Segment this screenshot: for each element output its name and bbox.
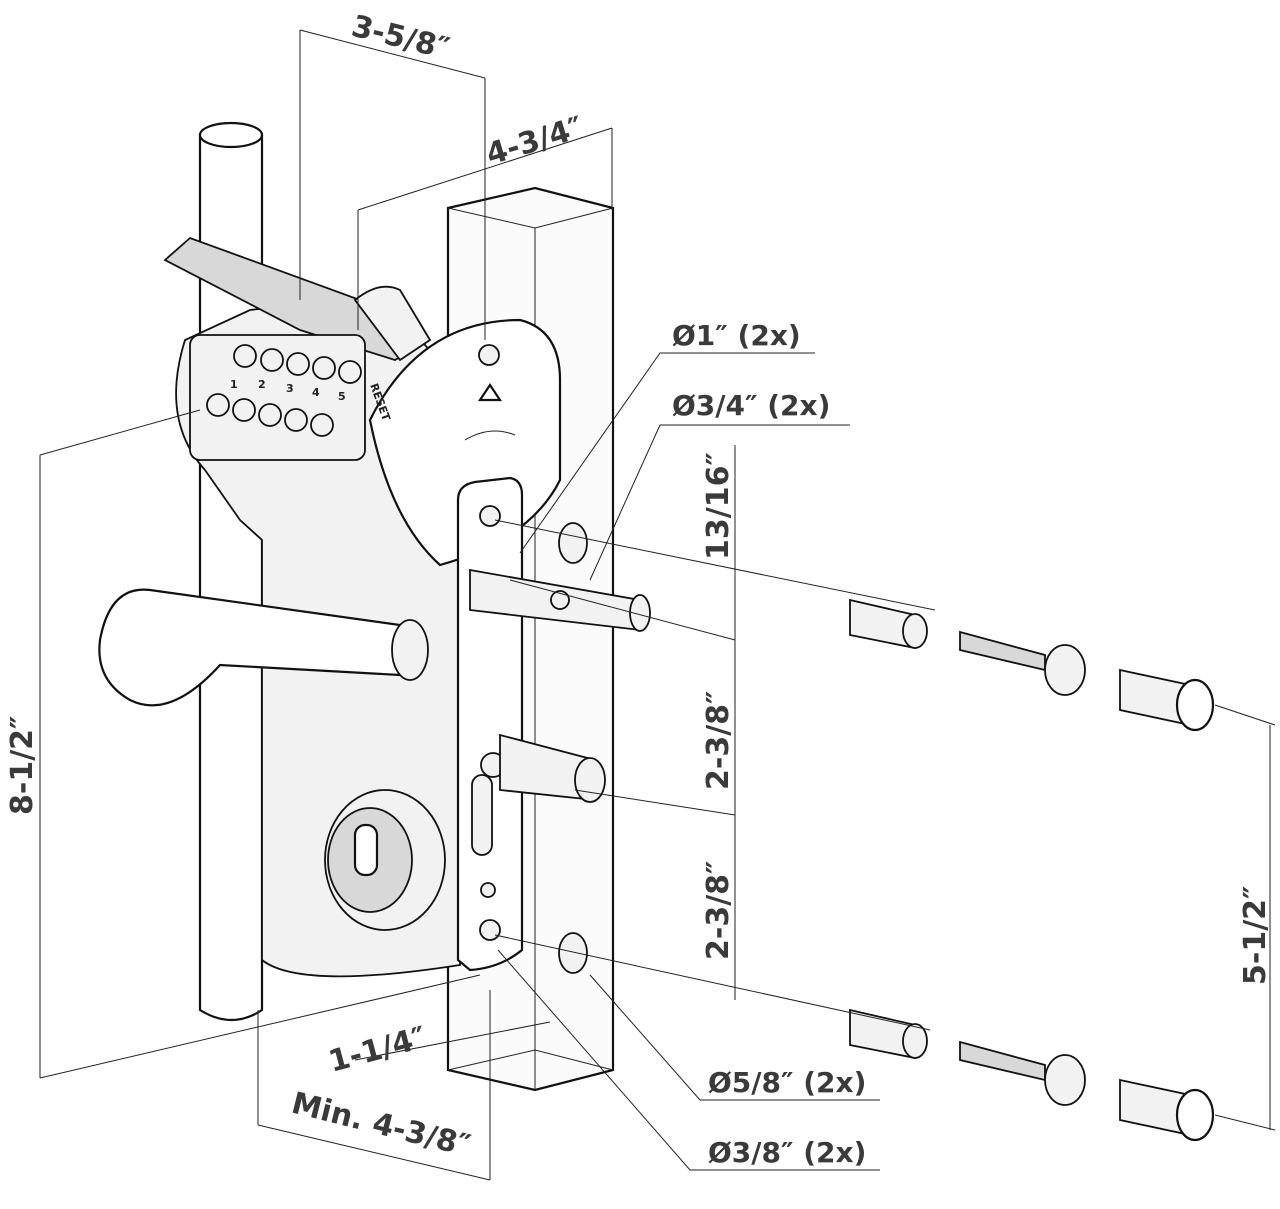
dim-min-distance: Min. 4-3/8″ <box>288 1086 474 1164</box>
callout-diameter-1: Ø1″ (2x) <box>672 319 801 352</box>
callout-diameter-3-8: Ø3/8″ (2x) <box>708 1136 866 1169</box>
handle-spindle <box>469 568 651 632</box>
dim-top-depth: 3-5/8″ <box>348 9 453 67</box>
dim-bolt-spacing: 5-1/2″ <box>1238 886 1273 985</box>
lever-handle <box>98 588 429 707</box>
keypad: 1 2 3 4 5 RESET <box>189 334 393 461</box>
keypad-digit-3: 3 <box>286 382 294 395</box>
callout-diameter-3-4: Ø3/4″ (2x) <box>672 389 830 422</box>
dim-post-offset: 1-1/4″ <box>325 1020 430 1080</box>
keypad-digit-2: 2 <box>258 378 266 391</box>
dim-total-height: 8-1/2″ <box>5 716 40 815</box>
dim-upper-offset: 13/16″ <box>701 452 736 560</box>
dim-middle-spacing: 2-3/8″ <box>701 691 736 790</box>
mounting-hardware <box>849 598 1215 1142</box>
dim-top-width: 4-3/4″ <box>482 110 587 173</box>
dim-lower-spacing: 2-3/8″ <box>701 861 736 960</box>
profile-hole-lower <box>558 932 588 974</box>
profile-hole-upper <box>558 522 588 564</box>
callout-diameter-5-8: Ø5/8″ (2x) <box>708 1066 866 1099</box>
key-cylinder <box>324 789 446 931</box>
keypad-digit-1: 1 <box>230 378 238 391</box>
keypad-digit-4: 4 <box>312 386 320 399</box>
dimension-lines <box>39 29 1276 1181</box>
keypad-digit-5: 5 <box>338 390 346 403</box>
